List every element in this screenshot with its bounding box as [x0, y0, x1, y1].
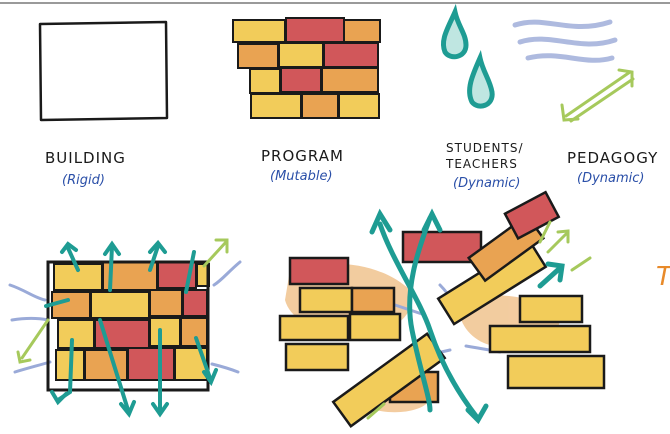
label-pedagogy-sub: (Dynamic)	[577, 171, 644, 186]
composite-dynamic-cluster	[278, 190, 606, 428]
label-building: BUILDING	[45, 149, 126, 167]
label-students-sub: (Dynamic)	[453, 176, 520, 191]
label-pedagogy: PEDAGOGY	[567, 149, 658, 167]
composite-rigid-wall	[8, 238, 242, 418]
label-building-sub: (Rigid)	[62, 173, 105, 188]
pedagogy-arrow-icon	[560, 68, 635, 123]
label-students-line1: STUDENTS/	[446, 141, 524, 155]
label-students-line2: TEACHERS	[445, 157, 518, 171]
label-program-sub: (Mutable)	[270, 169, 333, 184]
building-square	[38, 20, 169, 122]
wind-lines-icon	[512, 19, 618, 63]
students-drops-icon	[440, 3, 495, 109]
program-brick-stack	[232, 17, 381, 119]
label-program: PROGRAM	[261, 147, 344, 165]
edge-glyph: T	[656, 262, 670, 292]
